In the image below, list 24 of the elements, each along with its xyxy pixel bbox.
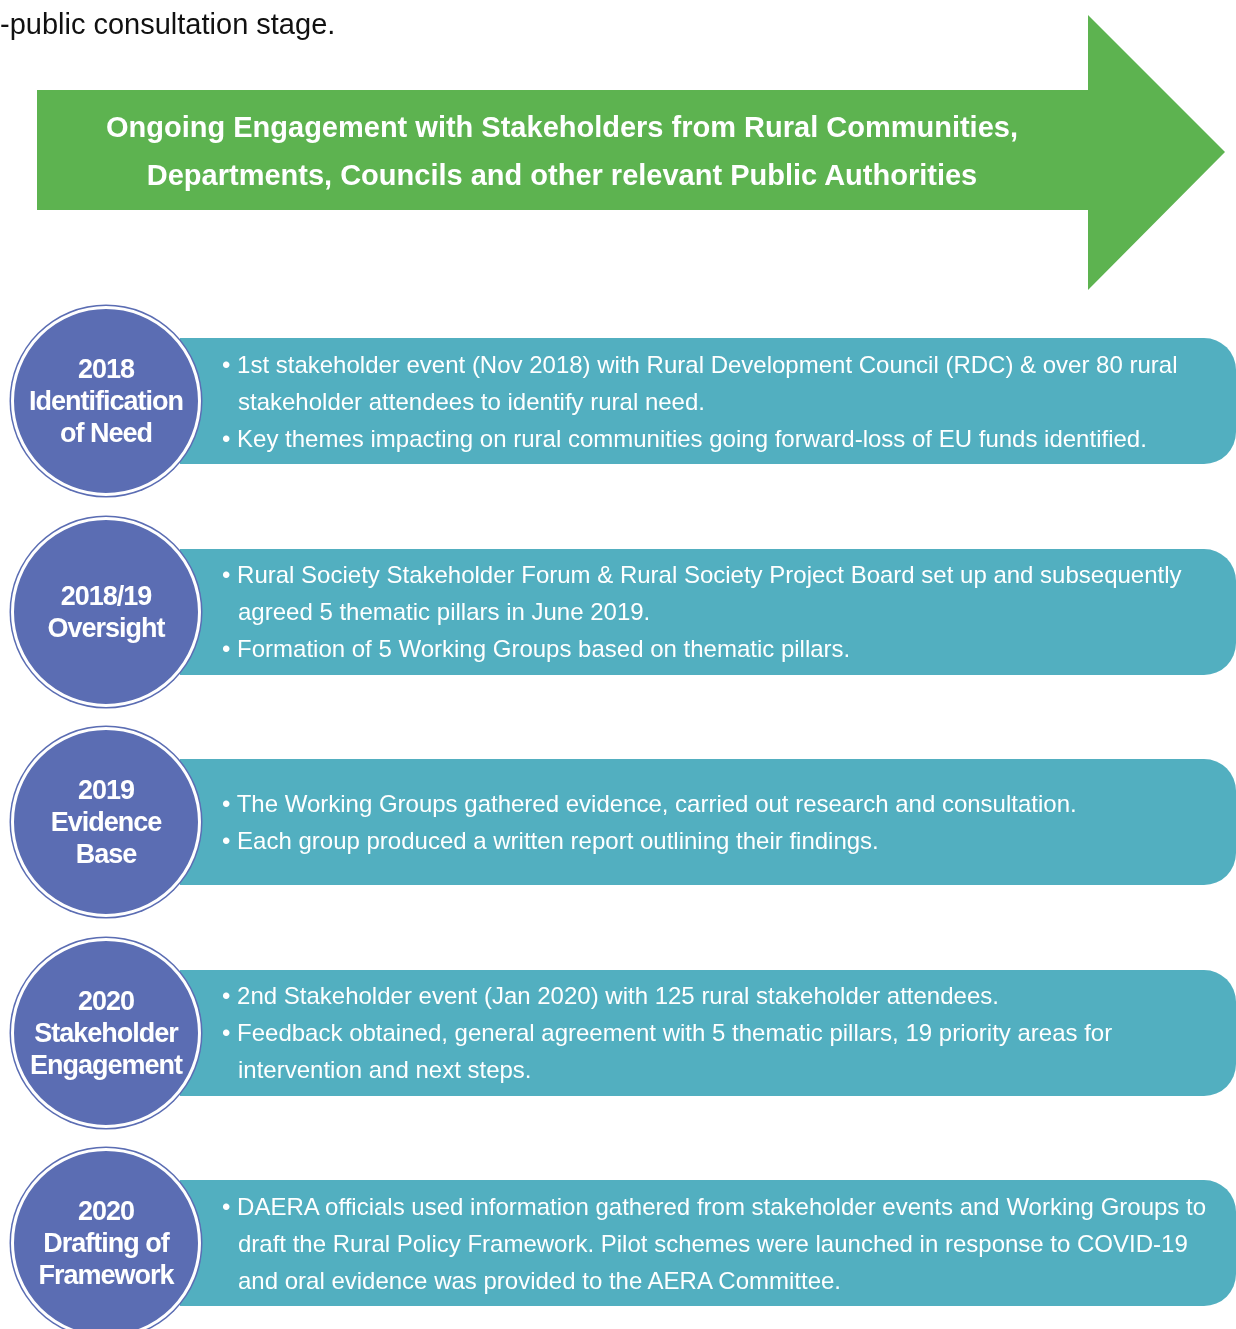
bullet-text: • Each group produced a written report outlining their findings. bbox=[222, 826, 880, 856]
bullet-text: • 2nd Stakeholder event (Jan 2020) with 125 rural stakeholder attendees. bbox=[222, 981, 1000, 1011]
bullet-text: • DAERA officials used information gathered from stakeholder events and Working Groups to draft the Rural Policy Framework. Pilot schemes were launched in response to COVID-19 and oral evidence was provided to the AERA Committee. bbox=[222, 1191, 1208, 1296]
stage-title: Oversight bbox=[46, 611, 167, 644]
stage-title: Evidence Base bbox=[49, 806, 163, 870]
year-label: 2020 bbox=[76, 1195, 136, 1227]
stage-title: Identification of Need bbox=[28, 385, 184, 449]
bullet-text: • Formation of 5 Working Groups based on thematic pillars. bbox=[222, 634, 852, 664]
description-band bbox=[180, 759, 1236, 885]
bullet-text: • Feedback obtained, general agreement with 5 thematic pillars, 19 priority areas for intervention and next steps. bbox=[222, 1018, 1114, 1085]
stage-title: Stakeholder Engagement bbox=[29, 1016, 184, 1081]
bullet-text: • The Working Groups gathered evidence, carried out research and consultation. bbox=[222, 789, 1078, 819]
banner-text: Ongoing Engagement with Stakeholders from Rural Communities, Departments, Councils and other relevant Public Authorities bbox=[105, 110, 1019, 193]
bullet-text: • 1st stakeholder event (Nov 2018) with Rural Development Council (RDC) & over 80 rural stakeholder attendees to identify rural need. bbox=[222, 349, 1179, 417]
year-label: 2018 bbox=[76, 353, 136, 385]
year-label: 2019 bbox=[76, 774, 136, 806]
bullet-text: • Rural Society Stakeholder Forum & Rural Society Project Board set up and subsequently agreed 5 thematic pillars in June 2019. bbox=[222, 560, 1183, 627]
description-band bbox=[180, 548, 1236, 675]
description-band bbox=[180, 1180, 1236, 1306]
note-text: -public consultation stage. bbox=[0, 8, 336, 41]
stage-title: Drafting of Framework bbox=[37, 1227, 176, 1291]
bullet-text: • Key themes impacting on rural communities going forward-loss of EU funds identified. bbox=[222, 423, 1148, 454]
year-label: 2020 bbox=[76, 984, 136, 1017]
year-label: 2018/19 bbox=[59, 579, 153, 612]
